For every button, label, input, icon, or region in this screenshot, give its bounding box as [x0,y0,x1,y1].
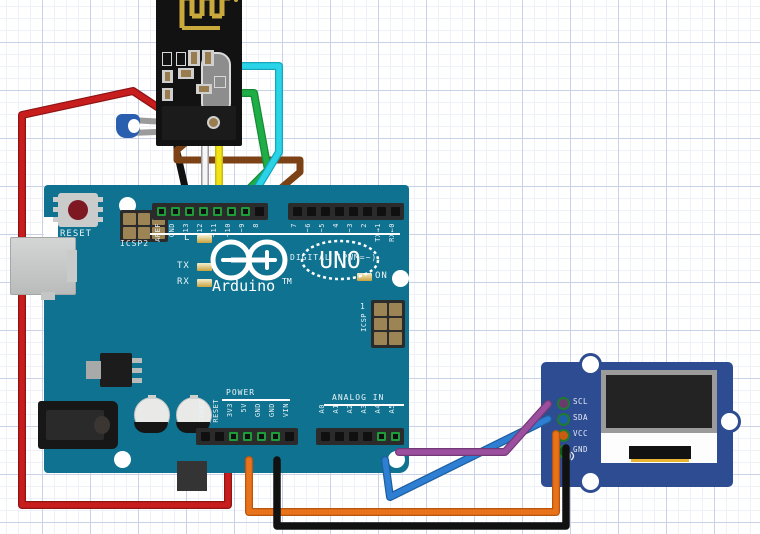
wire-orange-core [246,431,559,515]
oled-label-scl: SCL [573,397,589,406]
mounting-hole [579,470,602,493]
arduino-brand-text: Arduino [212,277,275,294]
arduino-uno-board[interactable]: RESET ICSP2 [10,185,409,491]
usb-connector[interactable] [10,237,77,300]
icsp-header[interactable] [371,300,405,348]
on-led [357,273,372,281]
oled-label-gnd: GND [573,445,589,454]
icsp-pin1-label: 1 [360,302,366,311]
analog-section-label: ANALOG IN [332,393,385,402]
wire-blue-core [382,416,551,500]
tx-led [197,263,212,271]
icsp2-label: ICSP2 [120,239,150,248]
power-section-label: POWER [226,388,256,397]
oled-screen [606,375,712,428]
pcb-antenna-icon [179,0,238,30]
power-jack[interactable] [38,401,118,449]
oled-pin-scl[interactable] [557,397,570,410]
voltage-regulator-ic [86,353,142,387]
wire-red-core [19,88,231,508]
rx-label: RX [177,277,190,287]
l-label: L [184,233,191,243]
analog-header[interactable] [316,428,404,445]
wire-purple-core [396,401,551,455]
electrolytic-capacitor [134,395,170,433]
analog-silk-rule [324,404,404,406]
wire-radio-ce-brown [173,130,304,209]
silkscreen-rule [150,233,400,235]
electrolytic-capacitor [176,395,212,433]
l-led [197,235,212,243]
on-label: ON [375,271,388,281]
oled-flex-connector [629,446,691,459]
mounting-hole [114,451,131,468]
mounting-hole [718,410,741,433]
nrf24l01-module[interactable] [156,0,242,146]
trademark-text: TM [282,277,292,286]
oled-display-module[interactable]: SCL SDA VCC GND [541,353,741,493]
microcontroller-chip [177,461,207,491]
oled-pin-sda[interactable] [557,413,570,426]
oled-label-sda: SDA [573,413,589,422]
oled-gold-contacts [631,459,689,462]
mounting-hole [392,270,409,287]
mounting-hole [579,353,602,376]
nrf-irq-pin [207,116,220,129]
digital-header-right[interactable] [288,203,404,220]
power-header[interactable] [196,428,298,445]
nrf24-pin-header[interactable] [162,106,236,140]
reset-button[interactable] [53,193,103,227]
capacitor[interactable] [116,114,140,138]
oled-screen-frame [601,370,717,433]
uno-model-text: UNO [319,248,361,274]
wire-oled-gnd-black [273,444,570,530]
digital-section-label: DIGITAL (PWM=~) [290,253,378,262]
mounting-hole [119,197,136,214]
tx-label: TX [177,261,190,271]
digital-header-left[interactable] [152,203,268,220]
arduino-logo: UNO Arduino TM [210,239,380,294]
reset-label: RESET [60,229,93,239]
rx-led [197,279,212,287]
power-silk-rule [222,399,290,401]
oled-label-vcc: VCC [573,429,589,438]
